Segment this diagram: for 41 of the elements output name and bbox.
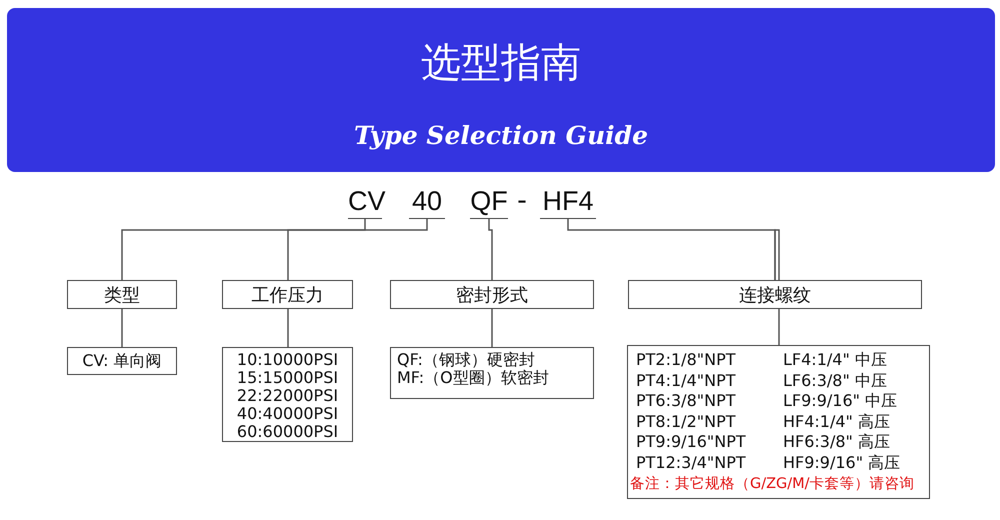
- connector-line: [121, 219, 366, 280]
- option-box: [222, 347, 353, 442]
- code-segment: HF4: [540, 186, 596, 219]
- category-box: 工作压力: [222, 280, 353, 309]
- title-text: 选型指南: [420, 39, 582, 88]
- option-text: QF:（钢球）硬密封: [397, 351, 536, 369]
- option-text: 60:60000PSI: [236, 423, 340, 441]
- option-box: CV: 单向阀: [67, 347, 177, 375]
- option-text: 22:22000PSI: [236, 387, 340, 405]
- subtitle-text: Type Selection Guide: [352, 120, 650, 152]
- option-text: 40:40000PSI: [236, 405, 340, 423]
- category-box: 密封形式: [390, 280, 594, 309]
- option-text: 15:15000PSI: [236, 369, 340, 387]
- option-text: LF4:1/4" 中压: [783, 350, 887, 370]
- category-box: 类型: [67, 280, 177, 309]
- option-box: [390, 347, 594, 399]
- option-text: 10:10000PSI: [236, 351, 340, 369]
- separator-text: -: [516, 186, 528, 216]
- option-text: PT6:3/8"NPT: [636, 391, 736, 411]
- connector-line: [287, 309, 289, 347]
- option-text: PT9:9/16"NPT: [636, 432, 746, 452]
- connector-line: [287, 219, 428, 280]
- option-text: PT4:1/4"NPT: [636, 370, 736, 390]
- option-text: MF:（O型圈）软密封: [397, 369, 550, 387]
- category-box: 连接螺纹: [628, 280, 922, 309]
- option-text: HF4:1/4" 高压: [783, 412, 890, 432]
- option-text: PT12:3/4"NPT: [636, 452, 746, 472]
- option-text: HF6:3/8" 高压: [783, 432, 890, 452]
- option-text: HF9:9/16" 高压: [783, 452, 900, 472]
- code-segment: QF: [470, 186, 508, 219]
- connector-line: [491, 309, 493, 347]
- note-text: 备注：其它规格（G/ZG/M/卡套等）请咨询: [630, 474, 915, 494]
- option-text: LF6:3/8" 中压: [783, 370, 887, 390]
- connector-line: [121, 309, 123, 347]
- option-text: PT2:1/8"NPT: [636, 350, 736, 370]
- option-text: LF9:9/16" 中压: [783, 391, 898, 411]
- connector-line: [488, 219, 493, 280]
- title-banner: [7, 8, 995, 172]
- code-segment: 40: [409, 186, 445, 219]
- option-box: [627, 345, 930, 499]
- option-text: PT8:1/2"NPT: [636, 412, 736, 432]
